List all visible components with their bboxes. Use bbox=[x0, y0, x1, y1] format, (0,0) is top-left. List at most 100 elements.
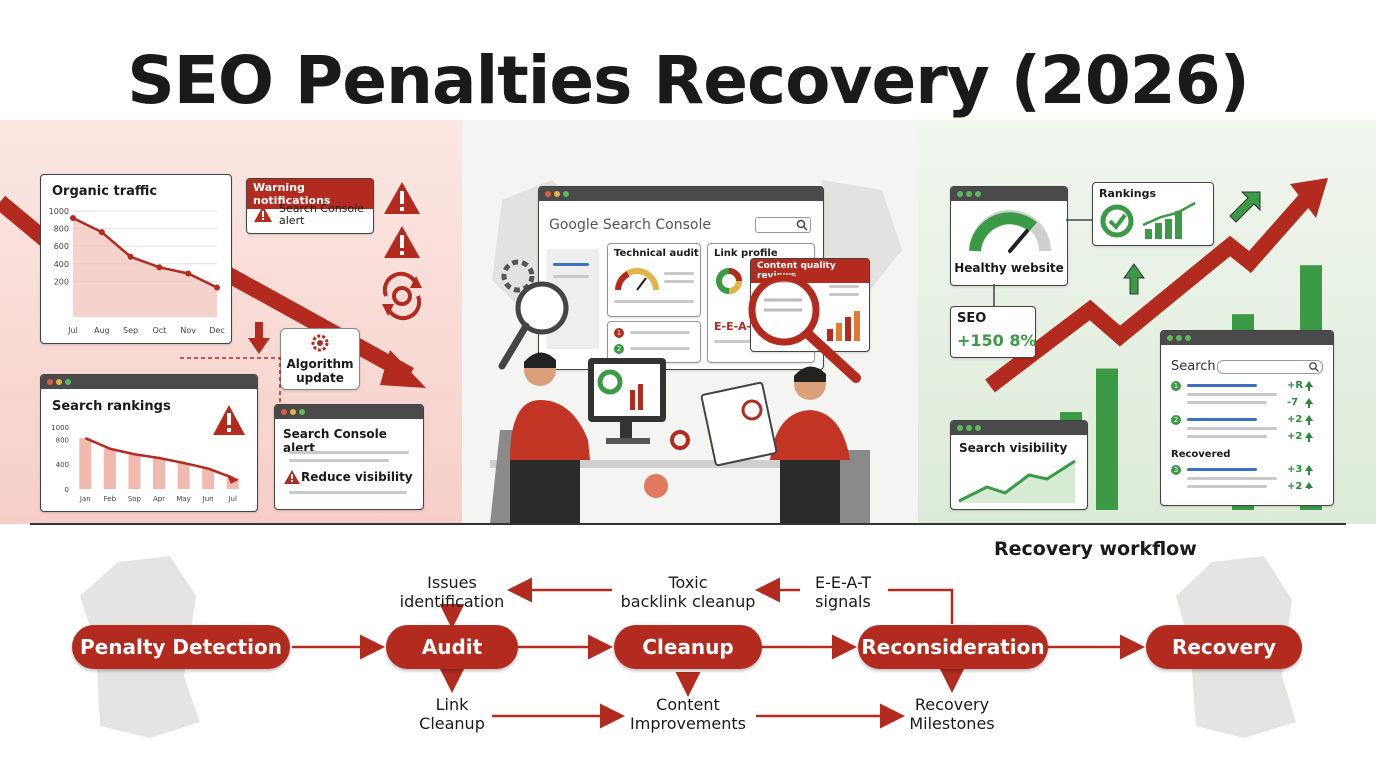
healthy-website-label: Healthy website bbox=[954, 261, 1064, 275]
warning-notifications-header: Warning notifications bbox=[247, 179, 373, 209]
donut-chart-icon bbox=[716, 268, 742, 294]
dashed-connector bbox=[180, 357, 281, 446]
technical-audit-card: Technical audit bbox=[607, 243, 701, 317]
search-label: Search bbox=[1171, 359, 1216, 374]
result-rank: 3 bbox=[1171, 465, 1181, 475]
connector-line bbox=[1066, 219, 1096, 221]
y-tick-label: 0 bbox=[65, 486, 69, 494]
ranking-bar bbox=[79, 438, 92, 489]
gear-icon bbox=[311, 334, 329, 352]
warning-notifications-card: Warning notifications Search Console ale… bbox=[246, 178, 374, 234]
seo-label: SEO bbox=[957, 311, 987, 326]
label-issues-identification: Issues identification bbox=[399, 573, 505, 611]
up-arrow-icons bbox=[1305, 381, 1313, 489]
result-rank: 2 bbox=[1171, 415, 1181, 425]
x-tick-label: Feb bbox=[104, 495, 117, 503]
healthy-website-card: Healthy website bbox=[950, 186, 1068, 286]
magnifier-icon bbox=[748, 274, 861, 383]
rankings-card: Rankings bbox=[1092, 182, 1214, 246]
link-profile-label: Link profile bbox=[714, 248, 778, 259]
gear-magnifier-icon bbox=[498, 259, 569, 370]
team-at-desk-illustration bbox=[490, 352, 870, 524]
label-content-improvements: Content Improvements bbox=[630, 695, 746, 733]
ranking-bar bbox=[226, 477, 239, 489]
traffic-point bbox=[214, 284, 220, 291]
y-tick-label: 200 bbox=[54, 277, 69, 286]
up-arrow-icon bbox=[1229, 191, 1261, 223]
label-link-cleanup: Link Cleanup bbox=[419, 695, 485, 733]
recovered-label: Recovered bbox=[1171, 449, 1231, 460]
eeat-label: E-E-A- bbox=[714, 320, 752, 333]
results-search-input[interactable] bbox=[1217, 360, 1323, 374]
label-toxic-backlink-cleanup: Toxic backlink cleanup bbox=[620, 573, 756, 611]
search-icon bbox=[796, 219, 808, 231]
step-cleanup: Cleanup bbox=[614, 625, 762, 669]
step-penalty-detection: Penalty Detection bbox=[72, 625, 290, 669]
rank-delta: -7 bbox=[1287, 397, 1299, 408]
search-icon bbox=[1309, 362, 1319, 372]
seo-growth-card: SEO +150 8% bbox=[950, 306, 1037, 358]
search-visibility-label: Search visibility bbox=[959, 441, 1068, 455]
x-tick-label: Apr bbox=[153, 495, 165, 503]
x-tick-label: Nov bbox=[180, 326, 196, 335]
ranking-bar bbox=[128, 454, 141, 489]
page-title: SEO Penalties Recovery (2026) bbox=[127, 42, 1250, 119]
gauge-icon bbox=[615, 268, 659, 291]
trend-arrowhead bbox=[226, 473, 239, 484]
refresh-gear-icon bbox=[382, 271, 422, 321]
health-gauge-icon bbox=[969, 210, 1051, 253]
bar-chart-icon bbox=[827, 311, 860, 341]
visibility-chart-icon bbox=[958, 459, 1076, 503]
result-rank: 1 bbox=[1171, 381, 1181, 391]
search-console-brand: Google Search Console bbox=[549, 217, 711, 233]
algorithm-update-label: Algorithm update bbox=[286, 357, 354, 385]
warning-icon bbox=[284, 470, 300, 484]
connector-line bbox=[993, 284, 995, 306]
step-reconsideration: Reconsideration bbox=[858, 625, 1048, 669]
x-tick-label: Sep bbox=[123, 326, 138, 335]
ranking-bar bbox=[202, 468, 215, 489]
up-arrow-icon bbox=[1123, 263, 1145, 295]
rank-delta: +2 bbox=[1287, 481, 1303, 492]
checklist-card: 1 2 bbox=[607, 321, 701, 363]
workflow-title: Recovery workflow bbox=[994, 538, 1197, 560]
ranking-bar bbox=[103, 448, 116, 489]
warning-triangle-icon bbox=[384, 182, 420, 214]
x-tick-label: Jul bbox=[67, 326, 78, 335]
search-results-panel: Search 1 +R -7 2 +2 +2 Recovered 3 +3 +2 bbox=[1160, 330, 1334, 506]
warning-triangle-icon bbox=[384, 226, 420, 258]
rank-delta: +2 bbox=[1287, 431, 1303, 442]
ranking-trend-line bbox=[84, 437, 234, 480]
y-tick-label: 1000 bbox=[51, 424, 69, 432]
traffic-area bbox=[73, 218, 217, 317]
search-console-alert-card: Search Console alert Reduce visibility bbox=[274, 404, 424, 510]
y-tick-label: 400 bbox=[56, 461, 69, 469]
warning-notifications-body: Search Console alert bbox=[279, 202, 364, 227]
search-box[interactable] bbox=[755, 217, 811, 233]
label-recovery-milestones: Recovery Milestones bbox=[909, 695, 995, 733]
y-tick-label: 600 bbox=[54, 242, 69, 251]
warning-triangle-icon bbox=[213, 405, 245, 435]
y-tick-label: 1000 bbox=[49, 207, 69, 216]
step-audit: Audit bbox=[386, 625, 518, 669]
rank-delta: +3 bbox=[1287, 464, 1303, 475]
rank-delta: +R bbox=[1287, 380, 1304, 391]
down-arrow-icon bbox=[248, 322, 270, 354]
y-tick-label: 800 bbox=[54, 225, 69, 234]
traffic-point bbox=[98, 229, 105, 236]
seo-growth-value: +150 8% bbox=[957, 331, 1037, 350]
x-tick-label: May bbox=[176, 495, 190, 503]
organic-traffic-title: Organic traffic bbox=[52, 184, 158, 199]
warning-icon bbox=[254, 206, 272, 222]
traffic-line bbox=[72, 216, 218, 289]
y-tick-label: 400 bbox=[54, 260, 69, 269]
x-tick-label: Sop bbox=[128, 495, 142, 503]
x-tick-label: Oct bbox=[152, 326, 166, 335]
workflow-arrows bbox=[292, 577, 1145, 729]
growth-bar bbox=[1096, 368, 1118, 510]
x-tick-label: Jan bbox=[79, 495, 91, 503]
